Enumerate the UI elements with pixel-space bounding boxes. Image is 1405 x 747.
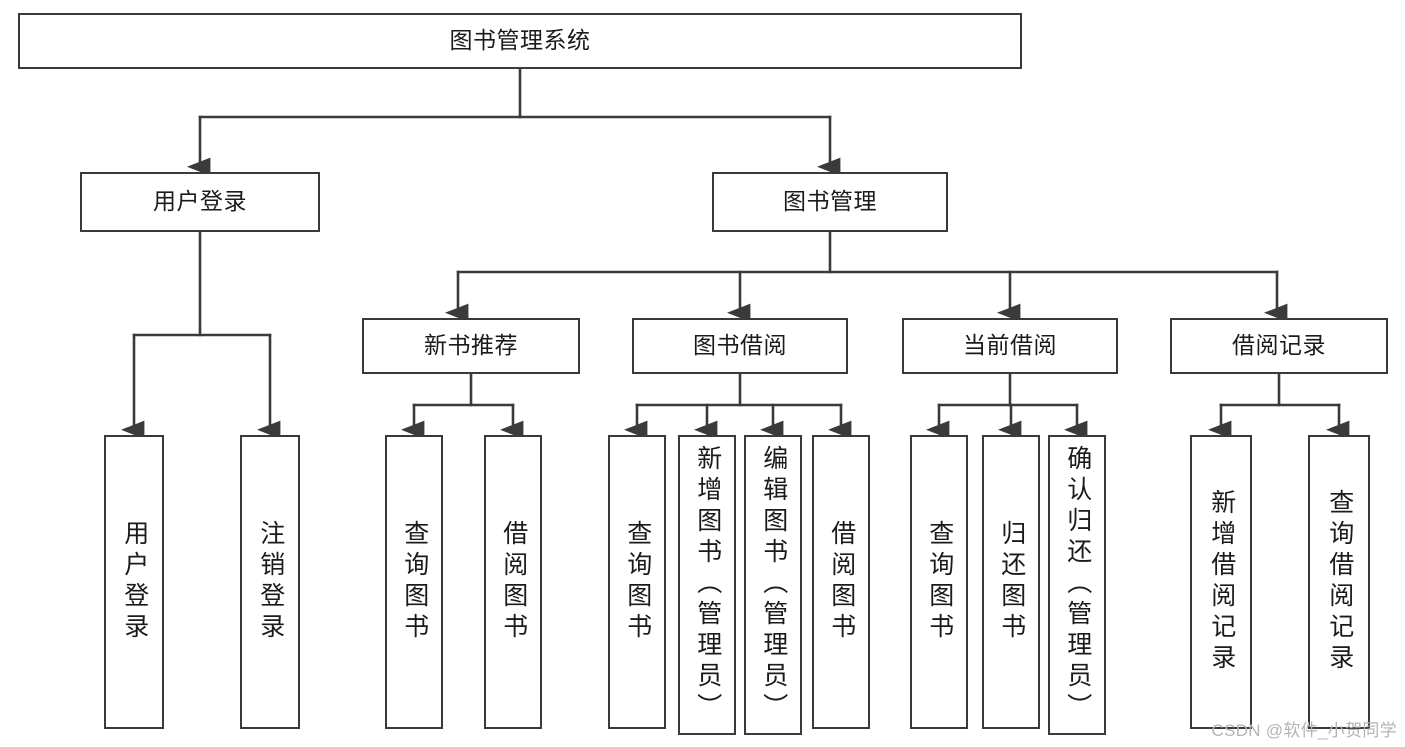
- leaf-return-book[interactable]: 归还图书: [982, 435, 1040, 729]
- leaf-add-book-admin-label: 新增图书（管理员）: [693, 445, 722, 724]
- leaf-logout-label: 注销登录: [256, 520, 285, 644]
- node-borrow-records-label: 借阅记录: [1232, 332, 1326, 359]
- leaf-borrow-book-recommend-label: 借阅图书: [499, 520, 528, 644]
- node-user-login-label: 用户登录: [153, 188, 247, 215]
- leaf-query-book-borrow[interactable]: 查询图书: [608, 435, 666, 729]
- node-root-label: 图书管理系统: [449, 27, 591, 54]
- leaf-user-login-label: 用户登录: [120, 520, 149, 644]
- leaf-user-login[interactable]: 用户登录: [104, 435, 164, 729]
- leaf-query-borrow-record[interactable]: 查询借阅记录: [1308, 435, 1370, 729]
- node-new-book-recommend-label: 新书推荐: [424, 332, 518, 359]
- leaf-borrow-book[interactable]: 借阅图书: [812, 435, 870, 729]
- leaf-query-book-recommend-label: 查询图书: [400, 520, 429, 644]
- node-book-management-label: 图书管理: [783, 188, 877, 215]
- leaf-edit-book-admin-label: 编辑图书（管理员）: [759, 445, 788, 724]
- leaf-add-borrow-record[interactable]: 新增借阅记录: [1190, 435, 1252, 729]
- leaf-confirm-return-admin-label: 确认归还（管理员）: [1063, 445, 1092, 724]
- leaf-query-book-current-label: 查询图书: [925, 520, 954, 644]
- leaf-query-borrow-record-label: 查询借阅记录: [1325, 489, 1354, 675]
- leaf-borrow-book-label: 借阅图书: [827, 520, 856, 644]
- node-book-management[interactable]: 图书管理: [712, 172, 948, 232]
- leaf-confirm-return-admin[interactable]: 确认归还（管理员）: [1048, 435, 1106, 735]
- leaf-edit-book-admin[interactable]: 编辑图书（管理员）: [744, 435, 802, 735]
- leaf-add-book-admin[interactable]: 新增图书（管理员）: [678, 435, 736, 735]
- node-book-borrow[interactable]: 图书借阅: [632, 318, 848, 374]
- node-current-borrow[interactable]: 当前借阅: [902, 318, 1118, 374]
- node-borrow-records[interactable]: 借阅记录: [1170, 318, 1388, 374]
- leaf-borrow-book-recommend[interactable]: 借阅图书: [484, 435, 542, 729]
- leaf-logout[interactable]: 注销登录: [240, 435, 300, 729]
- node-user-login[interactable]: 用户登录: [80, 172, 320, 232]
- leaf-query-book-current[interactable]: 查询图书: [910, 435, 968, 729]
- leaf-query-book-recommend[interactable]: 查询图书: [385, 435, 443, 729]
- leaf-query-book-borrow-label: 查询图书: [623, 520, 652, 644]
- node-book-borrow-label: 图书借阅: [693, 332, 787, 359]
- node-root[interactable]: 图书管理系统: [18, 13, 1022, 69]
- leaf-add-borrow-record-label: 新增借阅记录: [1207, 489, 1236, 675]
- node-current-borrow-label: 当前借阅: [963, 332, 1057, 359]
- node-new-book-recommend[interactable]: 新书推荐: [362, 318, 580, 374]
- leaf-return-book-label: 归还图书: [997, 520, 1026, 644]
